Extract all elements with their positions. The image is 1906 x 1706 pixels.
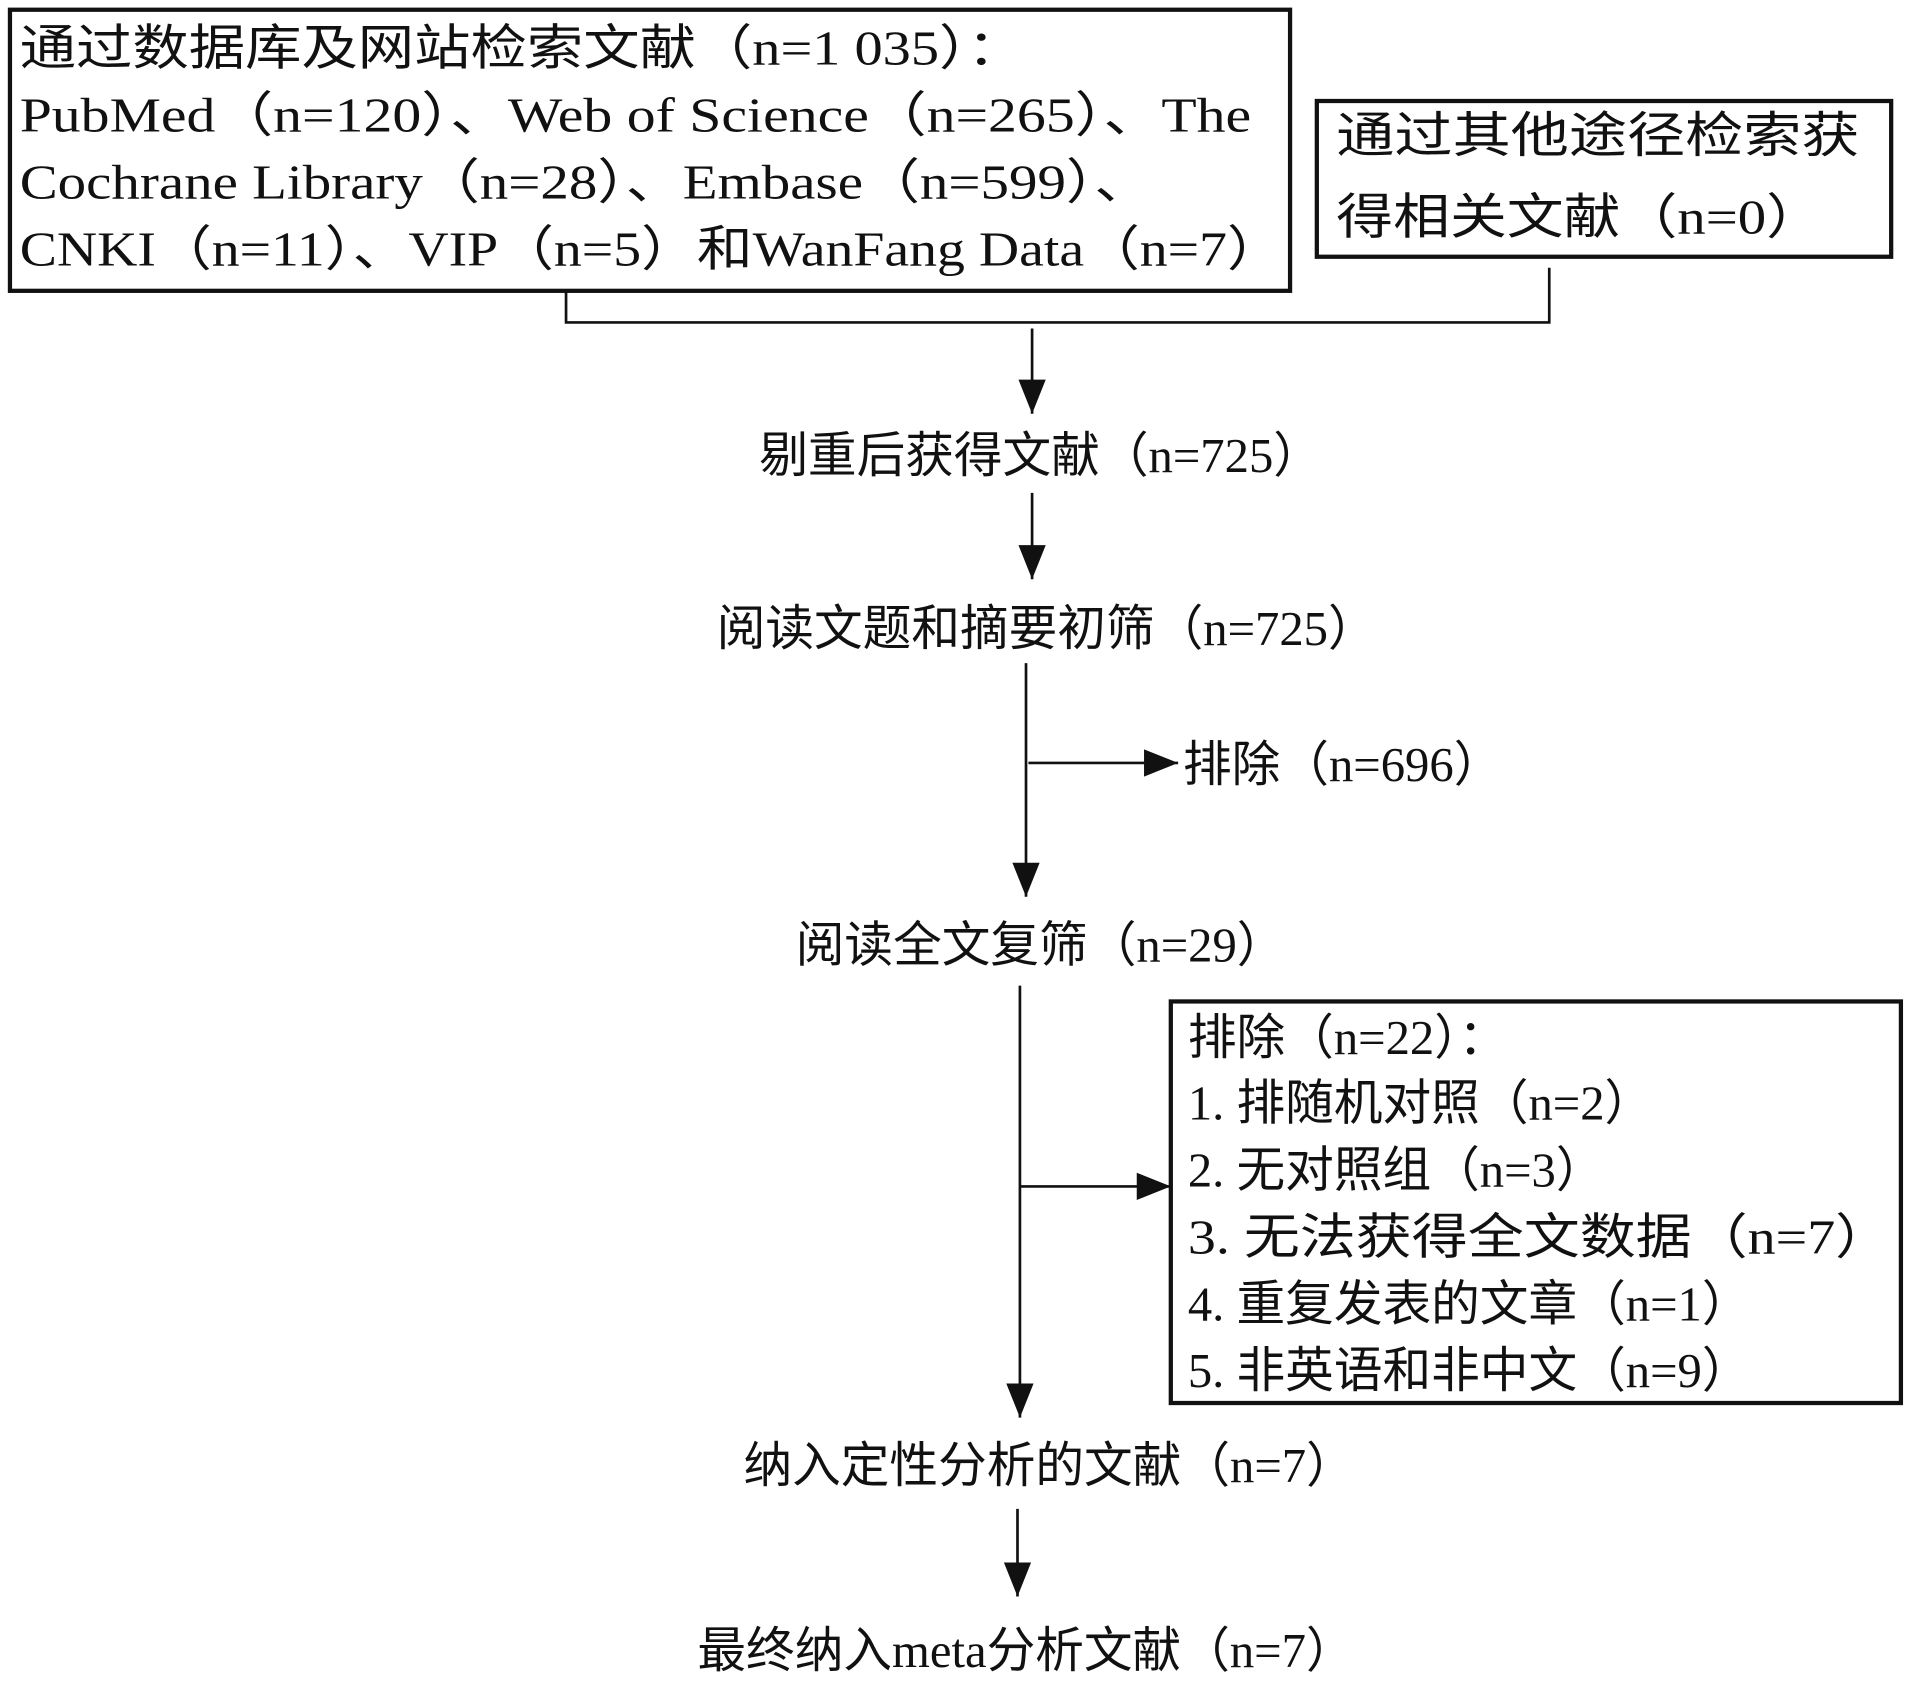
database-search-line: Cochrane Library（n=28）、Embase（n=599）、: [20, 155, 1152, 209]
database-search-line: PubMed（n=120）、Web of Science（n=265）、The: [20, 88, 1251, 142]
other-sources-line: 通过其他途径检索获: [1336, 109, 1859, 163]
qualitative-label: 纳入定性分析的文献（n=7）: [743, 1439, 1354, 1493]
database-search-box: 通过数据库及网站检索文献（n=1 035）： PubMed（n=120）、Web…: [7, 7, 1293, 293]
database-search-line: CNKI（n=11）、VIP（n=5）和WanFang Data（n=7）: [20, 222, 1283, 276]
excluded-second-line: 4. 重复发表的文章（n=1）: [1188, 1277, 1751, 1331]
merge-connector: [564, 267, 1551, 324]
database-search-border: [7, 7, 1293, 293]
meta-analysis-label: 最终纳入meta分析文献（n=7）: [697, 1624, 1354, 1678]
full-text-screen-label: 阅读全文复筛（n=29）: [796, 918, 1286, 972]
excluded-first-label: 排除（n=696）: [1183, 738, 1502, 792]
database-search-line: 通过数据库及网站检索文献（n=1 035）：: [20, 21, 1024, 75]
excluded-second-line: 3. 无法获得全文数据（n=7）: [1188, 1210, 1891, 1264]
after-dedup-label: 剔重后获得文献（n=725）: [759, 429, 1322, 483]
excluded-second-line: 2. 无对照组（n=3）: [1188, 1143, 1605, 1197]
other-sources-box: 通过其他途径检索获 得相关文献（n=0）: [1314, 98, 1894, 259]
excluded-second-line: 1. 排随机对照（n=2）: [1188, 1076, 1653, 1130]
other-sources-border: [1314, 98, 1894, 259]
excluded-second-border: [1168, 999, 1904, 1406]
excluded-second-line: 排除（n=22）：: [1188, 1011, 1507, 1065]
excluded-second-box: 排除（n=22）： 1. 排随机对照（n=2） 2. 无对照组（n=3） 3. …: [1168, 999, 1904, 1406]
title-abstract-screen-label: 阅读文题和摘要初筛（n=725）: [717, 602, 1377, 656]
excluded-second-line: 5. 非英语和非中文（n=9）: [1188, 1344, 1751, 1398]
other-sources-line: 得相关文献（n=0）: [1336, 191, 1823, 245]
